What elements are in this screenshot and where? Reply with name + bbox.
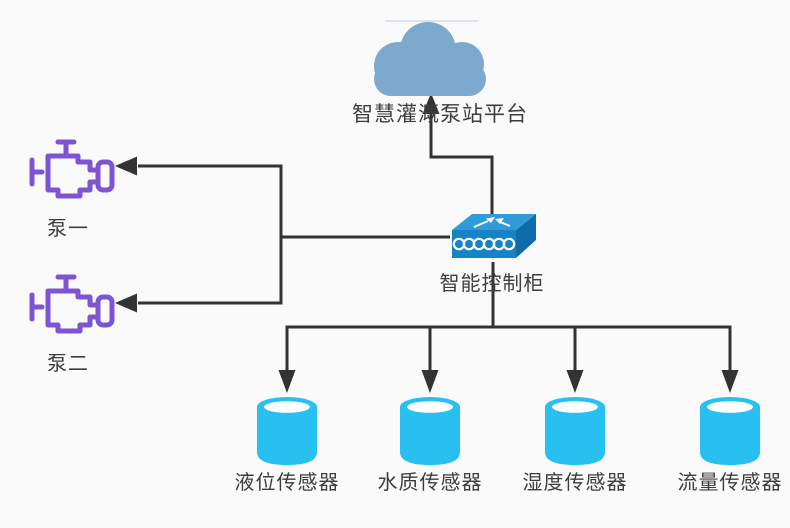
sensor-label-level: 液位传感器 <box>234 472 340 494</box>
cylinder-icon <box>700 397 760 465</box>
pump-icon <box>29 274 115 334</box>
cylinder-opening <box>707 401 753 413</box>
arrowhead-up-platform <box>422 93 440 114</box>
cylinder-opening <box>552 401 598 413</box>
pump-icon <box>29 139 115 199</box>
switch-arrow-glyphs <box>473 217 511 228</box>
pump-two-label: 泵二 <box>47 353 89 375</box>
connector-lines <box>138 111 732 371</box>
cylinder-icon <box>257 397 317 465</box>
sensor-label-flow: 流量传感器 <box>677 472 783 494</box>
cylinder-opening <box>264 401 310 413</box>
connector-controller-platform <box>429 111 494 218</box>
arrowhead-left-pump-one <box>115 156 137 176</box>
switch-side-face <box>516 214 536 258</box>
switch-icon <box>452 214 536 258</box>
switch-coil-ports <box>452 237 516 251</box>
arrowhead-down-sensor-1 <box>278 370 296 393</box>
arrowhead-down-sensor-4 <box>721 370 739 393</box>
cylinder-icon <box>545 397 605 465</box>
cloud-icon <box>374 22 486 96</box>
arrowhead-left-pump-two <box>115 293 137 313</box>
cylinder-opening <box>407 401 453 413</box>
connector-sensor-bus <box>285 325 732 371</box>
pump-one-label: 泵一 <box>47 218 89 240</box>
arrowhead-down-sensor-2 <box>421 370 439 393</box>
sensor-label-humidity: 湿度传感器 <box>522 472 628 494</box>
cloud-top-line <box>385 20 478 22</box>
sensor-label-water-quality: 水质传感器 <box>377 472 483 494</box>
cylinder-icon <box>400 397 460 465</box>
platform-label: 智慧灌溉泵站平台 <box>352 103 528 126</box>
controller-label: 智能控制柜 <box>439 273 545 295</box>
switch-top-face <box>452 214 536 230</box>
connector-pump-branches <box>138 164 283 305</box>
arrowhead-down-sensor-3 <box>566 370 584 393</box>
arrowheads <box>115 93 739 393</box>
